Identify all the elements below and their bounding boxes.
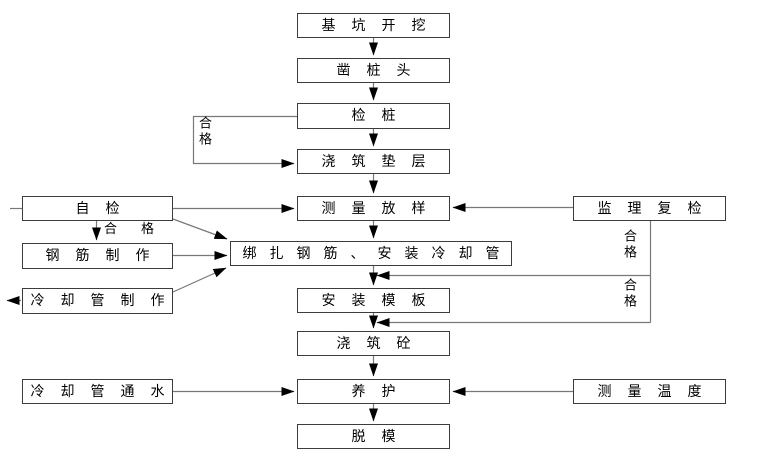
flow-node-pile-head-cut: 凿桩头 xyxy=(297,58,450,83)
edge-label-pile-qualified: 合格 xyxy=(196,116,211,148)
flow-node-self-inspection: 自检 xyxy=(22,196,173,221)
node-label: 绑扎钢筋、安装冷却管 xyxy=(242,245,513,262)
node-label: 浇筑砼 xyxy=(336,335,427,352)
node-label: 测量放样 xyxy=(321,200,442,217)
flow-node-cooling-pipe-water: 冷却管通水 xyxy=(22,379,173,404)
edge-label-self-qualified: 合格 xyxy=(104,222,179,237)
flow-node-temperature-measure: 测量温度 xyxy=(573,379,726,404)
edge-pipemake-tying xyxy=(172,267,227,293)
flow-node-survey-layout: 测量放样 xyxy=(297,196,450,221)
flow-node-excavation: 基坑开挖 xyxy=(297,13,450,38)
node-label: 脱模 xyxy=(351,428,412,445)
flow-node-rebar-tying-cooling-pipe: 绑扎钢筋、安装冷却管 xyxy=(230,241,512,266)
node-label: 基坑开挖 xyxy=(321,17,442,34)
edge-selfcheck-tying xyxy=(172,218,228,240)
node-label: 自检 xyxy=(75,200,136,217)
flow-node-pile-inspection: 检桩 xyxy=(297,103,450,129)
edge-label-supervisor-qualified-1: 合格 xyxy=(621,229,636,261)
node-label: 凿桩头 xyxy=(336,62,427,79)
flow-node-cooling-pipe-fabrication: 冷却管制作 xyxy=(22,288,173,314)
node-label: 监理复检 xyxy=(597,200,718,217)
flow-node-rebar-fabrication: 钢筋制作 xyxy=(22,243,173,269)
flow-node-curing: 养护 xyxy=(297,379,450,404)
node-label: 浇筑垫层 xyxy=(321,153,442,170)
flow-node-formwork-install: 安装模板 xyxy=(297,288,450,313)
node-label: 养护 xyxy=(351,383,412,400)
node-label: 测量温度 xyxy=(597,383,718,400)
node-label: 冷却管制作 xyxy=(30,293,181,309)
flow-node-cushion-pour: 浇筑垫层 xyxy=(297,149,450,174)
edge-label-supervisor-qualified-2: 合格 xyxy=(621,278,636,310)
edge-pilecheck-qualified-loop xyxy=(192,115,297,168)
flow-node-supervisor-recheck: 监理复检 xyxy=(573,196,726,221)
flow-node-demoulding: 脱模 xyxy=(297,424,450,449)
node-label: 安装模板 xyxy=(321,292,442,309)
node-label: 检桩 xyxy=(351,108,412,124)
node-label: 钢筋制作 xyxy=(45,248,166,264)
flow-node-concrete-pour: 浇筑砼 xyxy=(297,331,450,356)
node-label: 冷却管通水 xyxy=(30,383,181,400)
